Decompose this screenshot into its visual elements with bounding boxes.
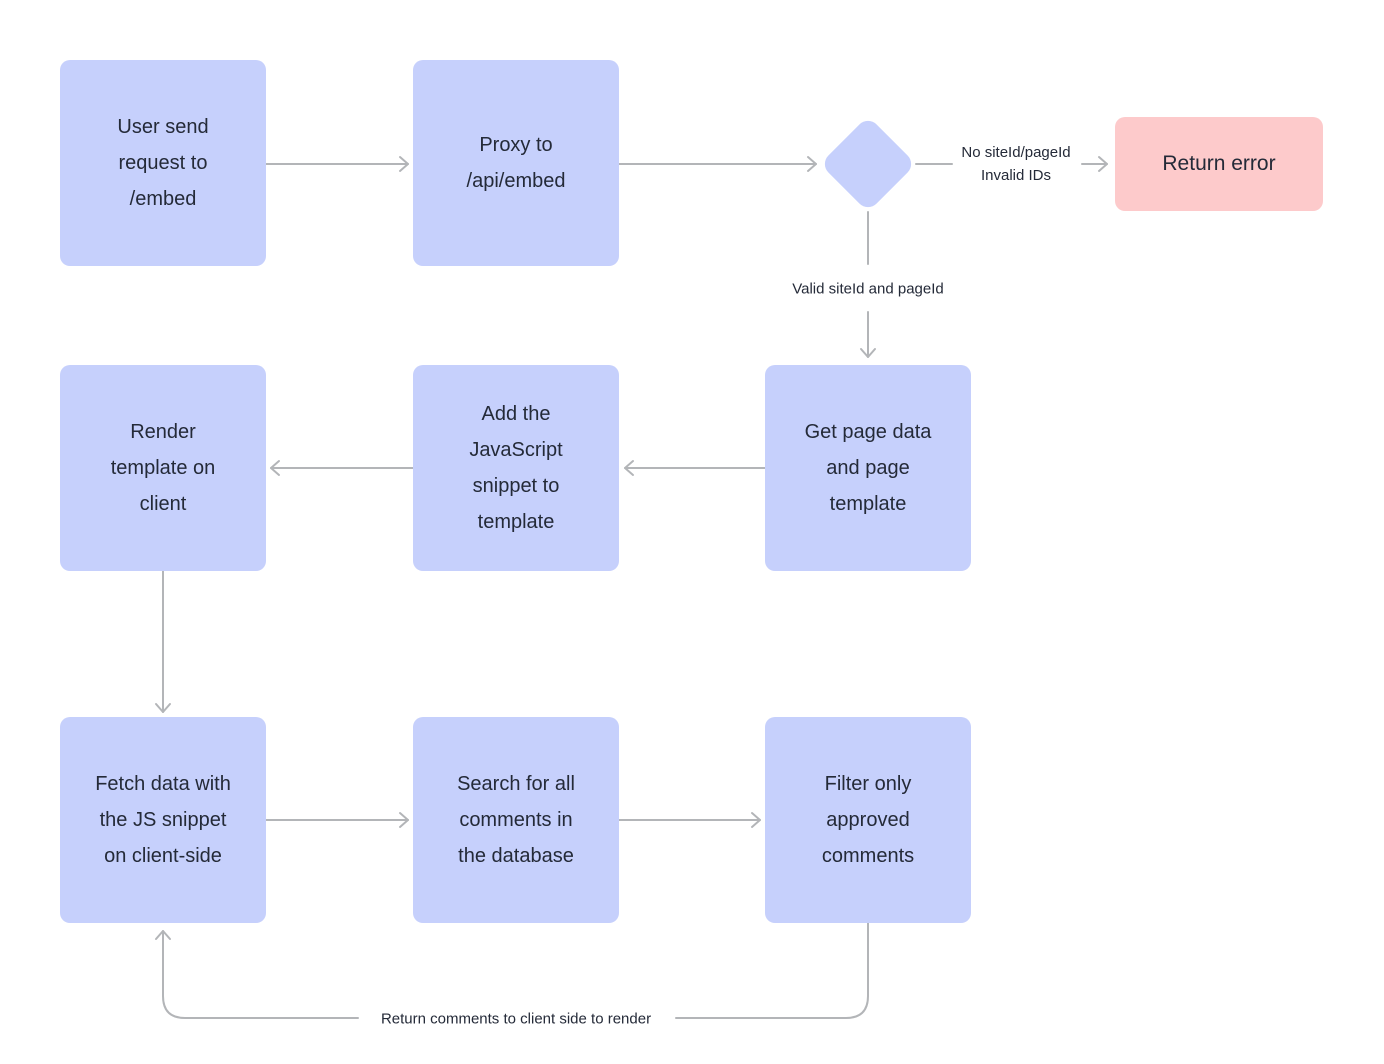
node-get-page-data[interactable]: Get page data and page template	[765, 365, 971, 571]
edge-label-valid-ids: Valid siteId and pageId	[792, 280, 944, 298]
edge-label-no-siteid-invalid: No siteId/pageId Invalid IDs	[961, 144, 1071, 184]
edge-label-return-comments: Return comments to client side to render	[380, 1010, 652, 1028]
edge-filter-loop-right	[675, 922, 869, 1019]
node-add-js-snippet[interactable]: Add the JavaScript snippet to template	[413, 365, 619, 571]
node-render-template[interactable]: Render template on client	[60, 365, 266, 571]
node-fetch-data-client[interactable]: Fetch data with the JS snippet on client…	[60, 717, 266, 923]
node-filter-approved[interactable]: Filter only approved comments	[765, 717, 971, 923]
edge-loop-left-to-fetch	[155, 930, 359, 1019]
node-proxy-api-embed[interactable]: Proxy to /api/embed	[413, 60, 619, 266]
node-search-comments[interactable]: Search for all comments in the database	[413, 717, 619, 923]
node-user-send-request[interactable]: User send request to /embed	[60, 60, 266, 266]
node-return-error[interactable]: Return error	[1115, 117, 1323, 211]
